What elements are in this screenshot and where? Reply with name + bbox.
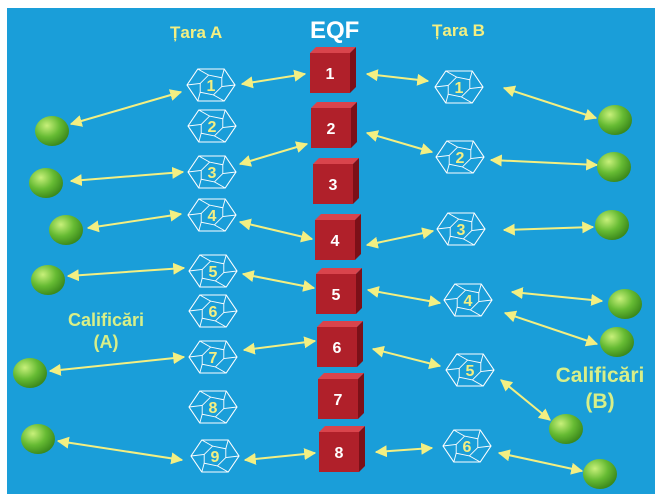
qualification-b-dot	[598, 105, 632, 135]
qualifications-b-line2: (B)	[585, 390, 615, 413]
eqf-level-cube: 2	[311, 102, 357, 148]
mapping-arrow	[510, 287, 604, 306]
mapping-arrow	[502, 85, 598, 121]
qualification-a-dot	[31, 265, 65, 295]
mapping-arrow	[242, 336, 317, 355]
mapping-arrow	[243, 448, 317, 465]
country-a-level-label: 8	[209, 400, 218, 417]
eqf-level-cube: 8	[319, 426, 365, 472]
mapping-arrow	[366, 286, 442, 307]
qualification-b-dot	[595, 210, 629, 240]
eqf-title: EQF	[310, 17, 360, 44]
country-b-level-label: 5	[466, 363, 475, 380]
eqf-level-label: 7	[334, 392, 343, 409]
country-b-level-label: 2	[456, 150, 465, 167]
mapping-arrow	[66, 262, 186, 282]
mapping-arrow	[69, 166, 185, 187]
mapping-arrow	[240, 69, 307, 89]
eqf-level-cube: 1	[310, 47, 356, 93]
country-b-level-label: 1	[455, 80, 464, 97]
mapping-arrow	[69, 89, 183, 127]
country-a-level-label: 5	[209, 264, 218, 281]
qualification-b-dot	[549, 414, 583, 444]
country-a-level-label: 9	[211, 449, 220, 466]
country-b-level-label: 6	[463, 439, 472, 456]
country-a-level-label: 2	[208, 119, 217, 136]
qualification-b-dot	[597, 152, 631, 182]
qualifications-b-label: Calificări (B)	[538, 363, 662, 415]
country-a-level-crystal: 2	[187, 109, 237, 143]
eqf-level-cube: 7	[318, 373, 364, 419]
qualifications-a-line2: (A)	[93, 332, 119, 352]
eqf-level-cube: 5	[316, 268, 362, 314]
country-b-title: Țara B	[432, 21, 485, 40]
qualification-a-dot	[29, 168, 63, 198]
country-b-level-crystal: 1	[434, 70, 484, 104]
eqf-level-label: 3	[329, 177, 338, 194]
eqf-level-label: 1	[326, 66, 335, 83]
qualifications-a-label: Calificări (A)	[56, 309, 156, 353]
mapping-arrow	[502, 221, 595, 236]
eqf-level-label: 6	[333, 340, 342, 357]
country-a-level-label: 3	[208, 165, 217, 182]
qualification-b-dot	[600, 327, 634, 357]
country-a-title: Țara A	[170, 23, 223, 42]
eqf-level-label: 4	[331, 233, 340, 250]
qualification-a-dot	[13, 358, 47, 388]
country-b-level-crystal: 6	[442, 429, 492, 463]
country-a-level-crystal: 1	[186, 68, 236, 102]
eqf-level-cube: 4	[315, 214, 361, 260]
eqf-level-cube: 3	[313, 158, 359, 204]
country-a-level-crystal: 3	[187, 155, 237, 189]
country-a-level-label: 7	[209, 350, 218, 367]
country-a-level-label: 4	[208, 208, 217, 225]
country-a-level-crystal: 5	[188, 254, 238, 288]
eqf-level-label: 2	[327, 121, 336, 138]
qualification-b-dot	[608, 289, 642, 319]
mapping-arrow	[489, 154, 599, 171]
mapping-arrow	[48, 352, 186, 376]
country-a-level-crystal: 6	[188, 294, 238, 328]
eqf-level-cube: 6	[317, 321, 363, 367]
qualifications-a-line1: Calificări	[67, 310, 145, 330]
mapping-arrow	[238, 141, 309, 167]
country-a-level-crystal: 7	[188, 340, 238, 374]
country-a-level-crystal: 9	[190, 439, 240, 473]
mapping-arrow	[86, 209, 183, 233]
mapping-arrow	[497, 449, 584, 475]
mapping-arrow	[238, 218, 314, 243]
country-b-level-crystal: 4	[443, 283, 493, 317]
mapping-arrow	[500, 379, 551, 421]
country-a-level-crystal: 8	[188, 390, 238, 424]
eqf-level-label: 8	[335, 445, 344, 462]
qualification-a-dot	[49, 215, 83, 245]
country-b-level-crystal: 5	[445, 353, 495, 387]
country-b-level-label: 3	[457, 222, 466, 239]
mapping-arrow	[365, 69, 430, 86]
country-b-level-crystal: 2	[435, 140, 485, 174]
mapping-arrow	[56, 436, 184, 465]
country-b-level-crystal: 3	[436, 212, 486, 246]
mapping-arrow	[371, 345, 442, 370]
country-a-level-label: 1	[207, 78, 216, 95]
mapping-arrow	[365, 130, 434, 155]
eqf-level-label: 5	[332, 287, 341, 304]
qualification-a-dot	[21, 424, 55, 454]
qualifications-b-line1: Calificări	[555, 364, 645, 387]
country-b-level-label: 4	[464, 293, 473, 310]
qualification-b-dot	[583, 459, 617, 489]
qualification-a-dot	[35, 116, 69, 146]
mapping-arrow	[503, 310, 599, 347]
country-a-level-crystal: 4	[187, 198, 237, 232]
mapping-arrow	[374, 442, 434, 458]
mapping-arrow	[241, 270, 316, 292]
mapping-arrow	[365, 227, 435, 249]
country-a-level-label: 6	[209, 304, 218, 321]
